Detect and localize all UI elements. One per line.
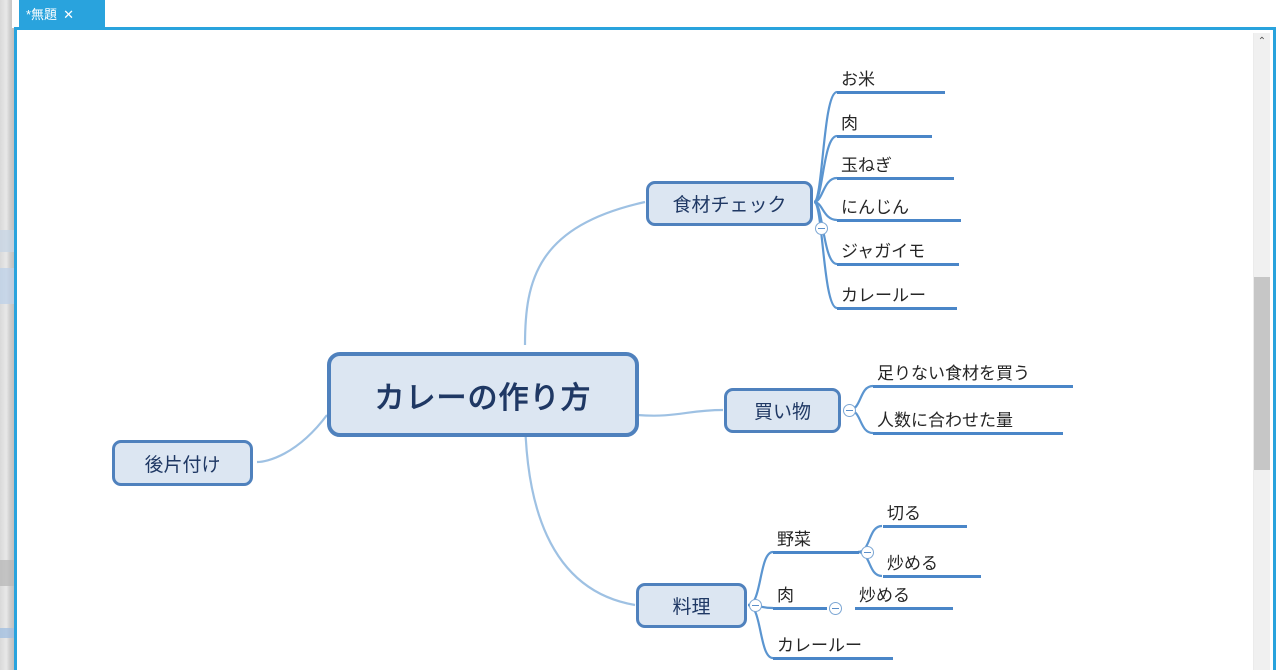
tab-strip: *無題 ✕	[12, 0, 1280, 28]
mindmap-leaf-label: 切る	[887, 504, 921, 524]
mindmap-root-label: カレーの作り方	[374, 381, 592, 415]
mindmap-diagram: カレーの作り方 食材チェック お米 肉	[17, 30, 1273, 670]
collapse-toggle-icon-ingredient-check[interactable]	[815, 222, 828, 235]
mindmap-leaf-cut[interactable]: 切る	[883, 500, 967, 528]
mindmap-leaf-label: ジャガイモ	[841, 242, 926, 262]
vertical-scrollbar[interactable]: ⌃	[1253, 33, 1270, 670]
mindmap-leaf-label: お米	[841, 70, 875, 90]
leaf-underline	[773, 551, 859, 554]
leaf-underline	[837, 263, 959, 266]
background-window-sliver	[0, 0, 14, 670]
mindmap-leaf-label: 炒める	[859, 586, 910, 606]
mindmap-leaf-label: カレールー	[841, 286, 926, 306]
leaf-underline	[855, 607, 953, 610]
mindmap-leaf-stir-fry-vegetables[interactable]: 炒める	[883, 550, 981, 578]
mindmap-branch-label: 食材チェック	[672, 195, 787, 216]
mindmap-leaf-amount-for-people[interactable]: 人数に合わせた量	[873, 407, 1063, 435]
leaf-underline	[873, 385, 1073, 388]
mindmap-leaf-label: 人数に合わせた量	[877, 411, 1013, 431]
background-sliver-band	[0, 628, 14, 638]
scroll-up-arrow-icon[interactable]: ⌃	[1257, 36, 1267, 47]
collapse-toggle-icon-meat[interactable]	[829, 602, 842, 615]
mindmap-branch-label: 料理	[672, 597, 711, 618]
mindmap-leaf-label: 炒める	[887, 554, 938, 574]
leaf-underline	[883, 525, 967, 528]
mindmap-leaf-label: 野菜	[777, 530, 811, 550]
collapse-toggle-icon-vegetables[interactable]	[861, 546, 874, 559]
tab-title: *無題	[26, 6, 58, 22]
mindmap-leaf-meat[interactable]: 肉	[837, 110, 932, 138]
mindmap-leaf-buy-missing-ingredients[interactable]: 足りない食材を買う	[873, 360, 1073, 388]
mindmap-leaf-vegetables[interactable]: 野菜	[773, 526, 859, 554]
leaf-underline	[883, 575, 981, 578]
leaf-underline	[837, 135, 932, 138]
mindmap-canvas[interactable]: カレーの作り方 食材チェック お米 肉	[17, 30, 1273, 670]
mindmap-leaf-label: 玉ねぎ	[841, 156, 892, 176]
leaf-underline	[837, 307, 957, 310]
mindmap-branch-ingredient-check[interactable]: 食材チェック	[646, 181, 813, 226]
mindmap-leaf-carrot[interactable]: にんじん	[837, 194, 961, 222]
leaf-underline	[773, 607, 827, 610]
mindmap-leaf-meat-cooking[interactable]: 肉	[773, 582, 827, 610]
leaf-underline	[837, 219, 961, 222]
mindmap-leaf-curry-roux[interactable]: カレールー	[837, 282, 957, 310]
mindmap-leaf-label: カレールー	[777, 636, 862, 656]
background-sliver-band	[0, 560, 14, 586]
collapse-toggle-icon-cooking[interactable]	[749, 599, 762, 612]
mindmap-leaf-label: 肉	[777, 586, 794, 606]
close-icon[interactable]: ✕	[63, 6, 74, 22]
leaf-underline	[873, 432, 1063, 435]
mindmap-leaf-label: にんじん	[841, 198, 909, 218]
leaf-underline	[773, 657, 893, 660]
mindmap-leaf-label: 足りない食材を買う	[877, 364, 1030, 384]
mindmap-branch-label: 後片付け	[144, 454, 221, 476]
background-sliver-band	[0, 268, 14, 304]
collapse-toggle-icon-shopping[interactable]	[843, 404, 856, 417]
mindmap-branch-label: 買い物	[753, 402, 811, 423]
mindmap-root-node[interactable]: カレーの作り方	[327, 352, 639, 437]
scrollbar-thumb[interactable]	[1254, 277, 1270, 470]
mindmap-branch-shopping[interactable]: 買い物	[724, 388, 841, 433]
leaf-underline	[837, 177, 954, 180]
mindmap-leaf-rice[interactable]: お米	[837, 66, 945, 94]
tab-untitled[interactable]: *無題 ✕	[19, 0, 105, 28]
mindmap-leaf-label: 肉	[841, 114, 858, 134]
mindmap-leaf-potato[interactable]: ジャガイモ	[837, 238, 959, 266]
mindmap-branch-cleanup[interactable]: 後片付け	[112, 440, 253, 486]
mindmap-application-window: *無題 ✕	[12, 0, 1280, 670]
mindmap-branch-cooking[interactable]: 料理	[636, 583, 747, 628]
mindmap-leaf-curry-roux-cooking[interactable]: カレールー	[773, 632, 893, 660]
mindmap-canvas-frame: カレーの作り方 食材チェック お米 肉	[14, 27, 1276, 670]
background-sliver-band	[0, 230, 14, 252]
mindmap-edges	[256, 90, 883, 660]
mindmap-leaf-stir-fry-meat[interactable]: 炒める	[855, 582, 953, 610]
mindmap-leaf-onion[interactable]: 玉ねぎ	[837, 152, 954, 180]
leaf-underline	[837, 91, 945, 94]
